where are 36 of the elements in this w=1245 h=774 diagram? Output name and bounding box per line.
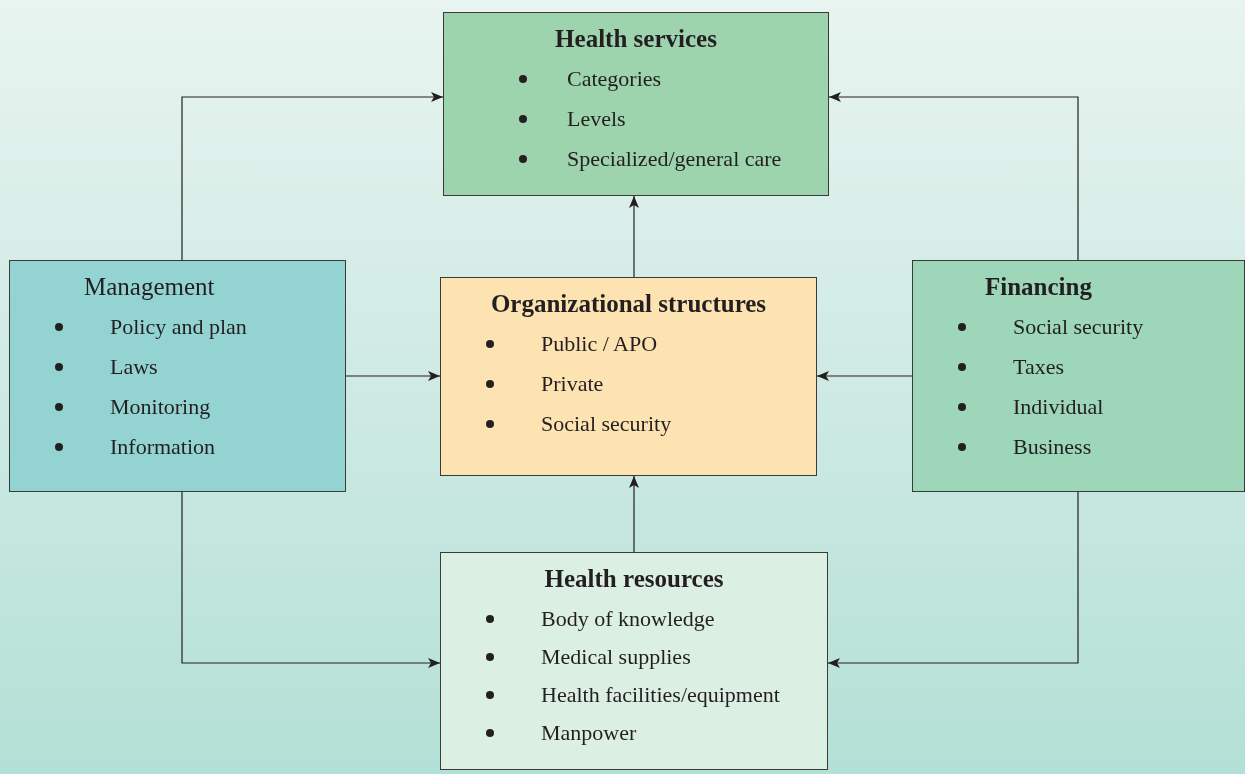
- box-heading: Health resources: [544, 564, 724, 594]
- category-box: [440, 277, 817, 476]
- list-item: Body of knowledge: [541, 605, 715, 633]
- arrow: [181, 491, 441, 668]
- list-item: Information: [110, 433, 216, 461]
- list-item: Public / APO: [541, 330, 658, 358]
- list-item: Policy and plan: [110, 313, 247, 341]
- list-item: Laws: [110, 353, 158, 381]
- list-item: Social security: [541, 410, 672, 438]
- box-heading: Organizational structures: [490, 289, 767, 319]
- list-item: Social security: [1013, 313, 1144, 341]
- list-item: Individual: [1013, 393, 1104, 421]
- arrow: [629, 475, 639, 553]
- list-item: Categories: [567, 65, 662, 93]
- list-item: Manpower: [541, 719, 637, 747]
- arrow: [181, 92, 444, 261]
- list-item: Health facilities/equipment: [541, 681, 780, 709]
- arrow: [828, 92, 1079, 261]
- arrow: [827, 491, 1079, 668]
- category-box: [440, 552, 828, 770]
- category-box: [9, 260, 346, 492]
- list-item: Specialized/general care: [567, 145, 782, 173]
- list-item: Taxes: [1013, 353, 1064, 381]
- list-item: Business: [1013, 433, 1092, 461]
- list-item: Levels: [567, 105, 626, 133]
- list-item: Medical supplies: [541, 643, 691, 671]
- list-item: Private: [541, 370, 604, 398]
- arrow: [816, 371, 913, 381]
- box-heading: Management: [84, 272, 215, 302]
- category-box: [912, 260, 1245, 492]
- arrow: [345, 371, 441, 381]
- box-heading: Health services: [555, 24, 717, 54]
- category-box: [443, 12, 829, 196]
- arrow: [629, 195, 639, 278]
- box-heading: Financing: [985, 272, 1092, 302]
- list-item: Monitoring: [110, 393, 211, 421]
